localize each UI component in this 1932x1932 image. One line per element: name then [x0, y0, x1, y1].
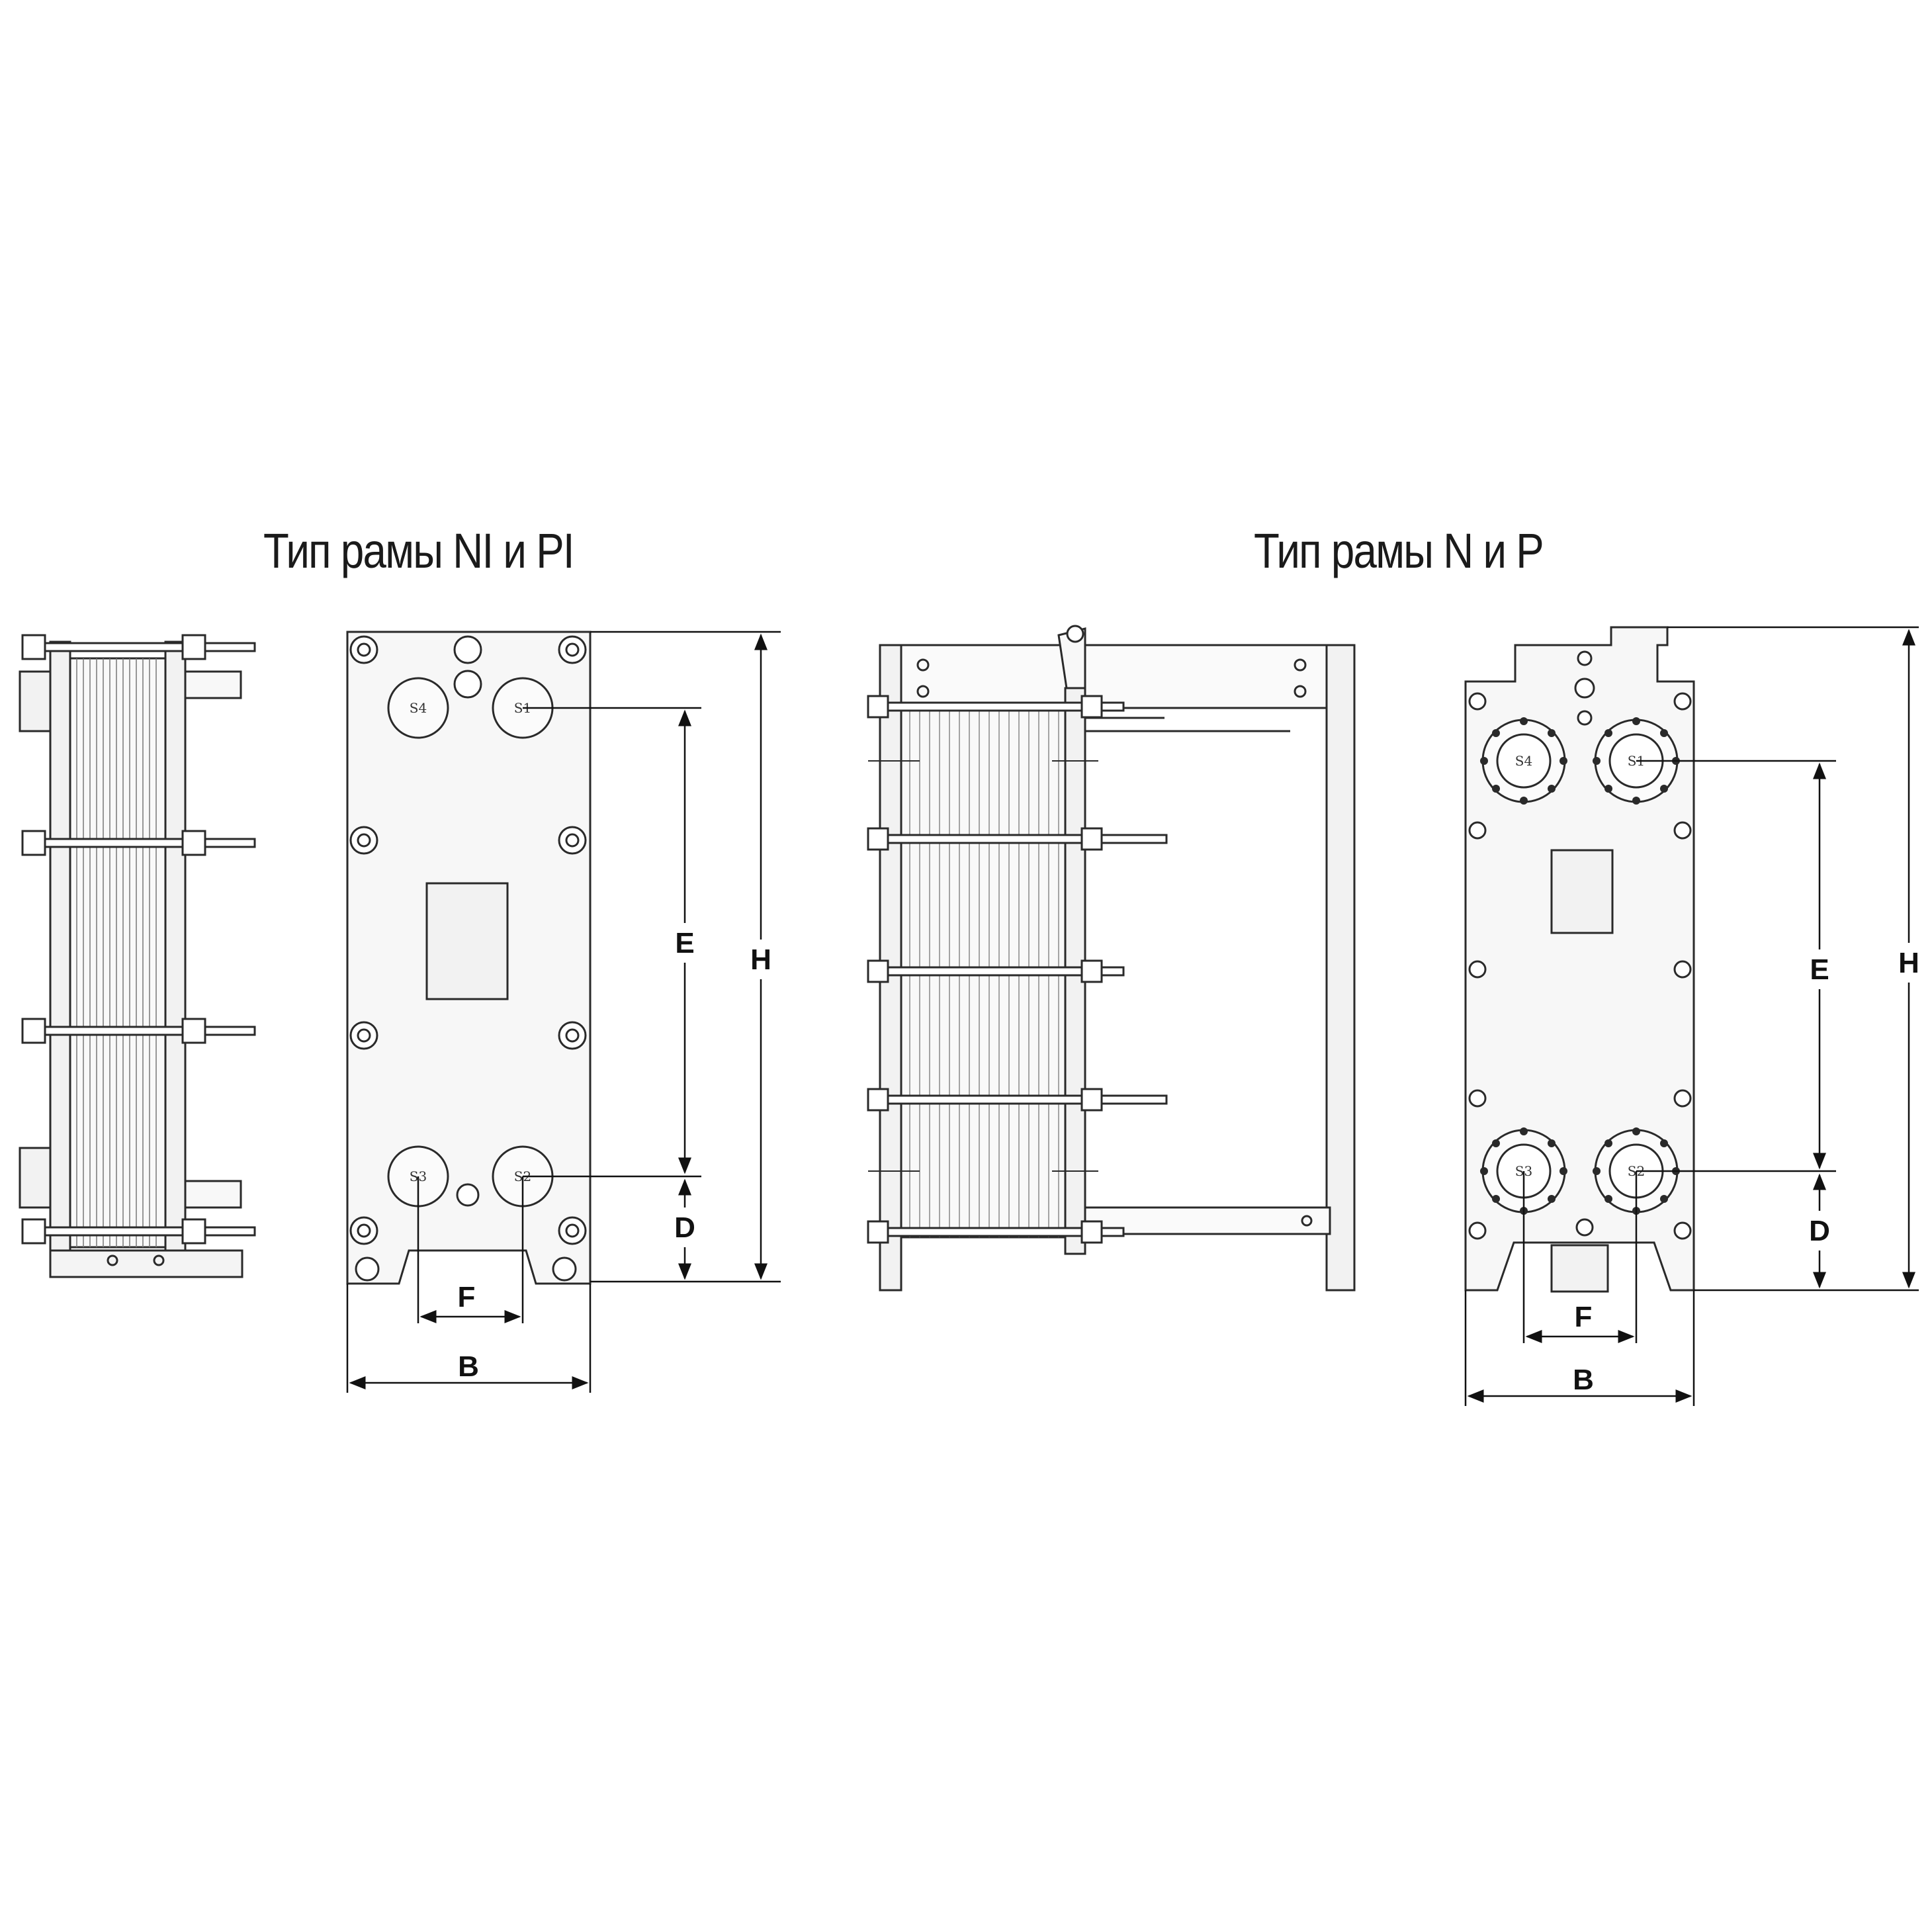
frame-type-ni-pi-title: Тип рамы NI и PI	[263, 523, 575, 578]
dim-h-label-left: H	[750, 944, 771, 976]
dim-f-label-left: F	[458, 1281, 476, 1313]
dim-e-label-right: E	[1810, 953, 1829, 986]
dim-d-label-left: D	[674, 1211, 695, 1244]
dim-d-label-right: D	[1809, 1215, 1830, 1247]
side-view-n-p	[867, 625, 1356, 1292]
side-view-ni-pi	[19, 634, 256, 1278]
dim-e-label-left: E	[675, 927, 694, 959]
port-s4-label: S4	[410, 700, 427, 716]
port-s4-label-np: S4	[1515, 753, 1532, 769]
dim-f-label-right: F	[1575, 1301, 1593, 1333]
dim-h-label-right: H	[1898, 947, 1919, 979]
frame-type-n-p-title: Тип рамы N и P	[1254, 523, 1544, 578]
front-view-n-p	[1464, 626, 1695, 1293]
dim-b-label-right: B	[1573, 1364, 1594, 1396]
front-view-ni-pi	[346, 631, 592, 1285]
dim-b-label-left: B	[458, 1350, 479, 1383]
